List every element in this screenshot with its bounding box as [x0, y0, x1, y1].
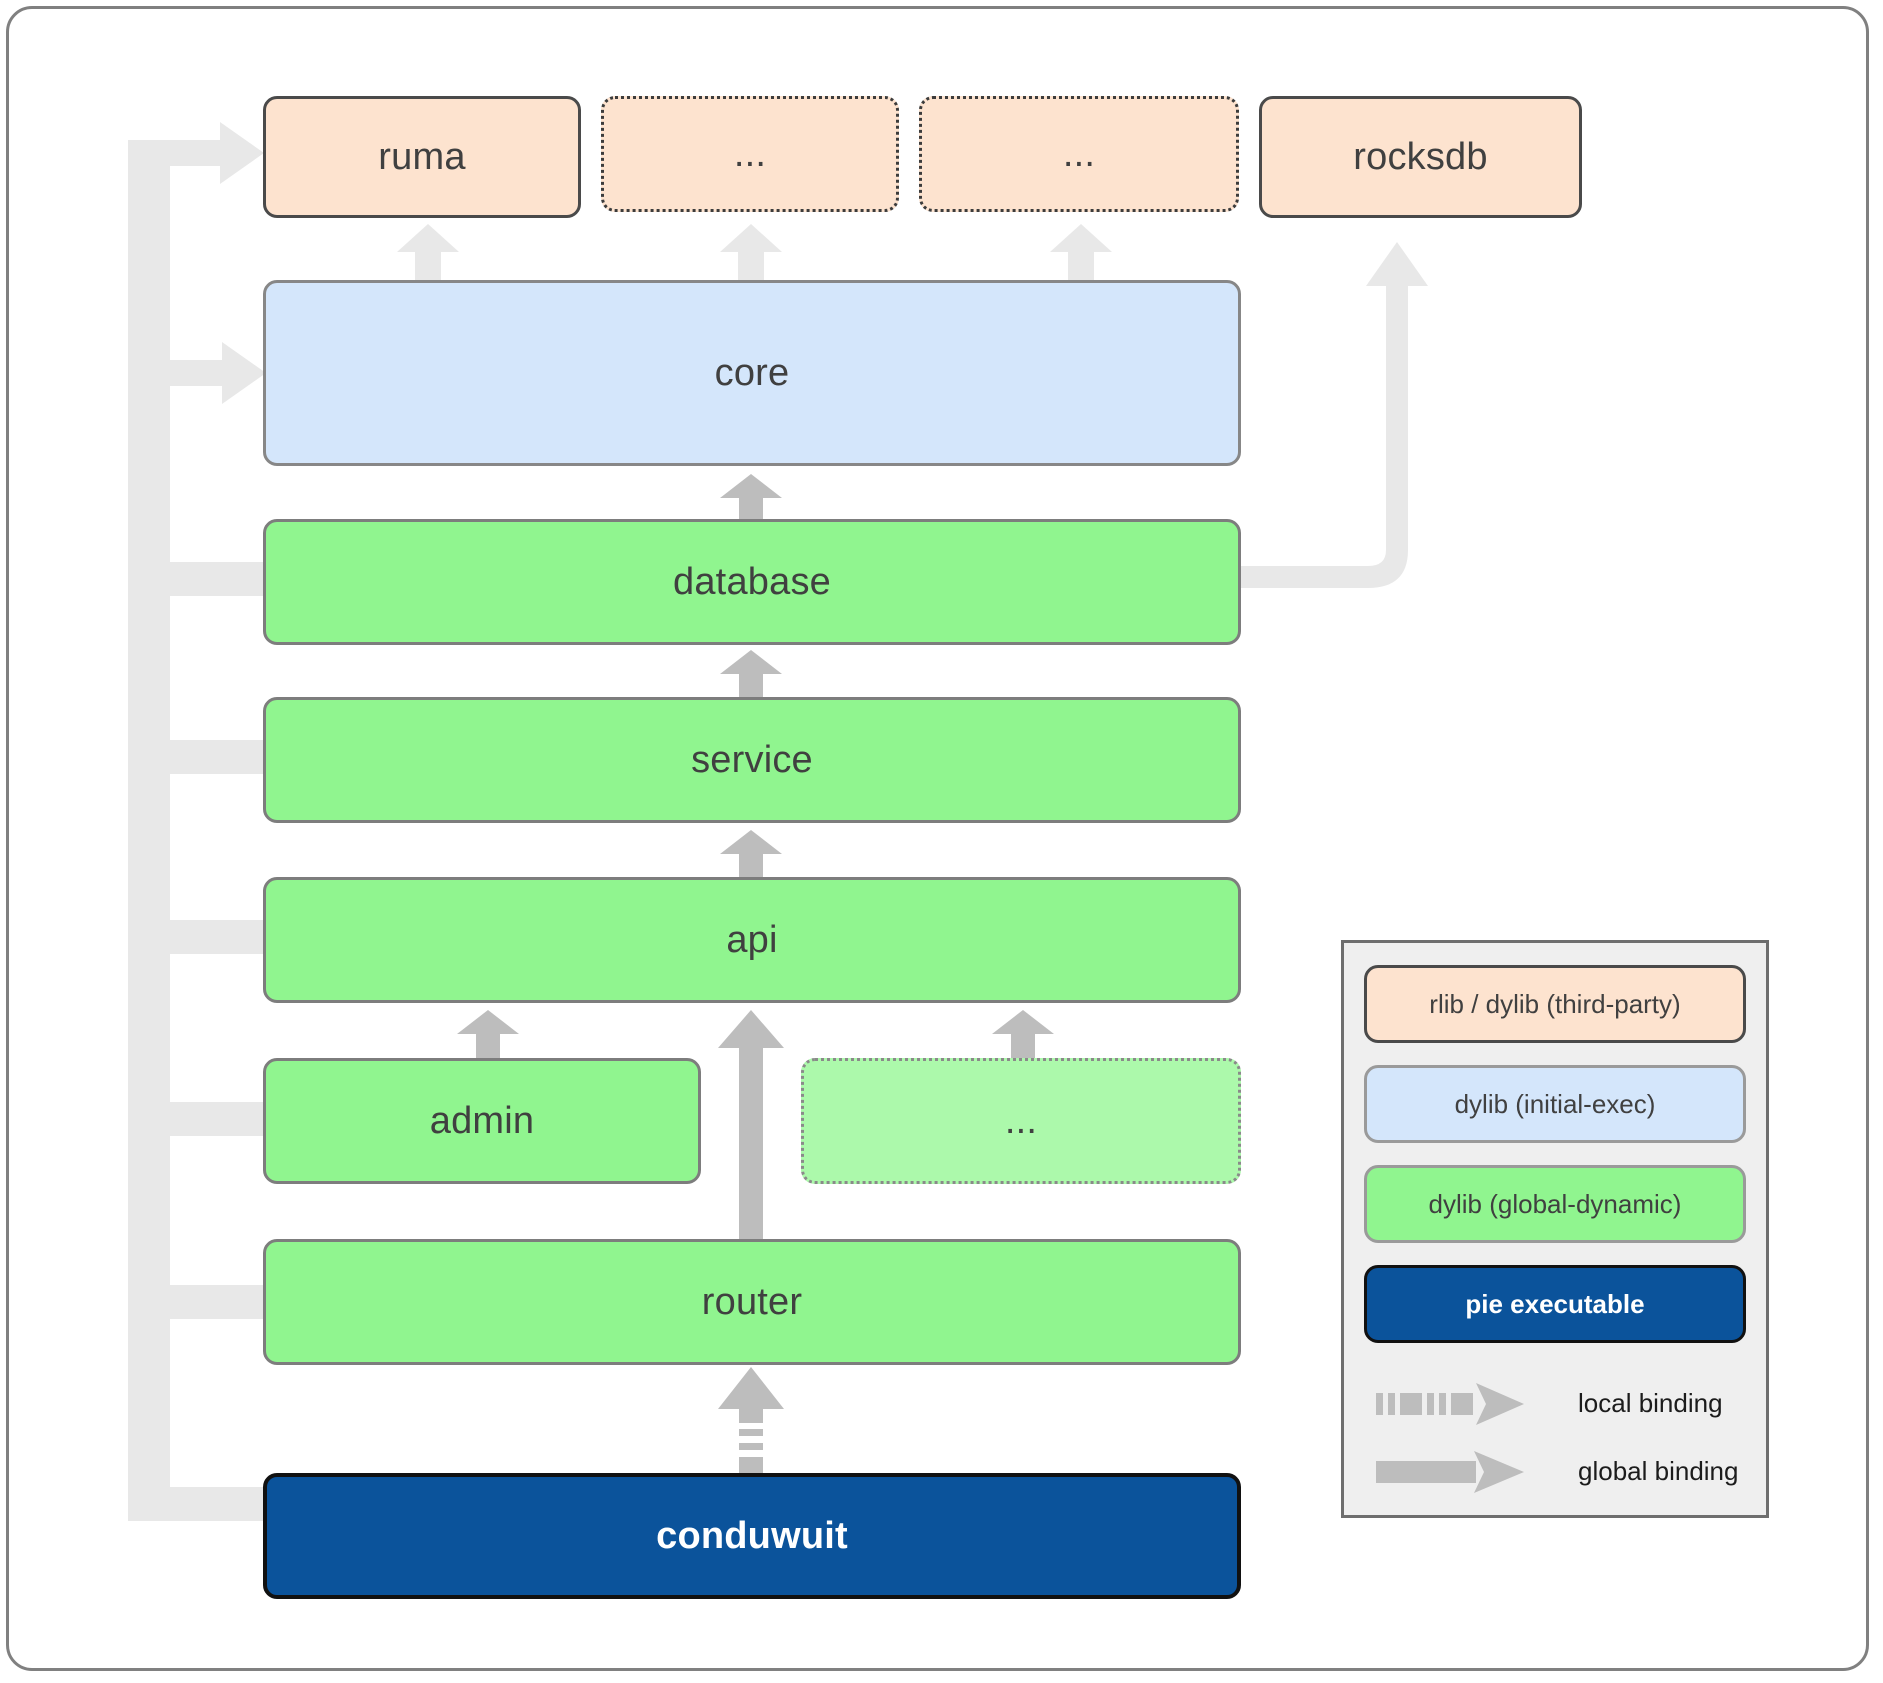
edge-api-to-service	[718, 828, 784, 882]
local-binding-arrow-icon	[1364, 1375, 1544, 1431]
node-label: admin	[429, 1099, 535, 1142]
node-dots-top-2[interactable]: ...	[919, 96, 1239, 212]
edge-core-to-dots-top-1	[718, 222, 784, 284]
edge-database-to-rocksdb	[1238, 218, 1428, 590]
edge-conduwuit-to-router-dashed	[715, 1365, 787, 1479]
edge-conduwuit-local-trunk	[125, 130, 325, 1525]
edge-conduwuit-to-service	[155, 740, 267, 774]
legend-line-local-binding: local binding	[1364, 1375, 1754, 1431]
node-label: rocksdb	[1353, 135, 1488, 178]
node-ruma[interactable]: ruma	[263, 96, 581, 218]
node-core[interactable]: core	[263, 280, 1241, 466]
edge-conduwuit-to-database	[155, 562, 267, 596]
legend-line-label: global binding	[1578, 1455, 1739, 1486]
node-label: ...	[1004, 1099, 1038, 1142]
node-database[interactable]: database	[263, 519, 1241, 645]
node-label: core	[714, 351, 790, 394]
node-label: router	[701, 1280, 803, 1323]
edge-database-to-core	[718, 472, 784, 524]
edge-router-to-api	[715, 1008, 787, 1241]
legend-item-label: rlib / dylib (third-party)	[1429, 988, 1681, 1019]
edge-dots-mid-to-api	[990, 1008, 1056, 1062]
edge-admin-to-api	[455, 1008, 521, 1062]
node-router[interactable]: router	[263, 1239, 1241, 1365]
edge-service-to-database	[718, 648, 784, 702]
node-dots-top-1[interactable]: ...	[601, 96, 899, 212]
node-admin[interactable]: admin	[263, 1058, 701, 1184]
legend-panel: rlib / dylib (third-party) dylib (initia…	[1341, 940, 1769, 1518]
node-label: api	[726, 918, 778, 961]
edge-conduwuit-to-router	[155, 1285, 267, 1319]
node-label: service	[691, 738, 813, 781]
node-label: ...	[1062, 132, 1096, 175]
legend-item-global-dynamic: dylib (global-dynamic)	[1364, 1165, 1746, 1243]
node-conduwuit[interactable]: conduwuit	[263, 1473, 1241, 1599]
legend-item-third-party: rlib / dylib (third-party)	[1364, 965, 1746, 1043]
edge-conduwuit-to-ruma	[128, 120, 268, 186]
legend-item-label: dylib (initial-exec)	[1454, 1088, 1656, 1119]
edge-core-to-dots-top-2	[1048, 222, 1114, 284]
edge-conduwuit-to-api	[155, 920, 267, 954]
edge-conduwuit-to-admin	[155, 1102, 267, 1136]
legend-item-initial-exec: dylib (initial-exec)	[1364, 1065, 1746, 1143]
edge-core-to-ruma	[395, 222, 461, 284]
node-label: database	[673, 560, 831, 603]
node-rocksdb[interactable]: rocksdb	[1259, 96, 1582, 218]
legend-line-global-binding: global binding	[1364, 1443, 1754, 1499]
node-dots-mid[interactable]: ...	[801, 1058, 1241, 1184]
node-label: conduwuit	[656, 1514, 848, 1557]
legend-item-pie-executable: pie executable	[1364, 1265, 1746, 1343]
legend-item-label: pie executable	[1465, 1288, 1645, 1319]
global-binding-arrow-icon	[1364, 1443, 1544, 1499]
node-service[interactable]: service	[263, 697, 1241, 823]
node-label: ...	[733, 132, 767, 175]
node-label: ruma	[378, 135, 466, 178]
legend-line-label: local binding	[1578, 1387, 1723, 1418]
node-api[interactable]: api	[263, 877, 1241, 1003]
edge-conduwuit-to-core	[155, 340, 270, 406]
legend-item-label: dylib (global-dynamic)	[1428, 1188, 1682, 1219]
